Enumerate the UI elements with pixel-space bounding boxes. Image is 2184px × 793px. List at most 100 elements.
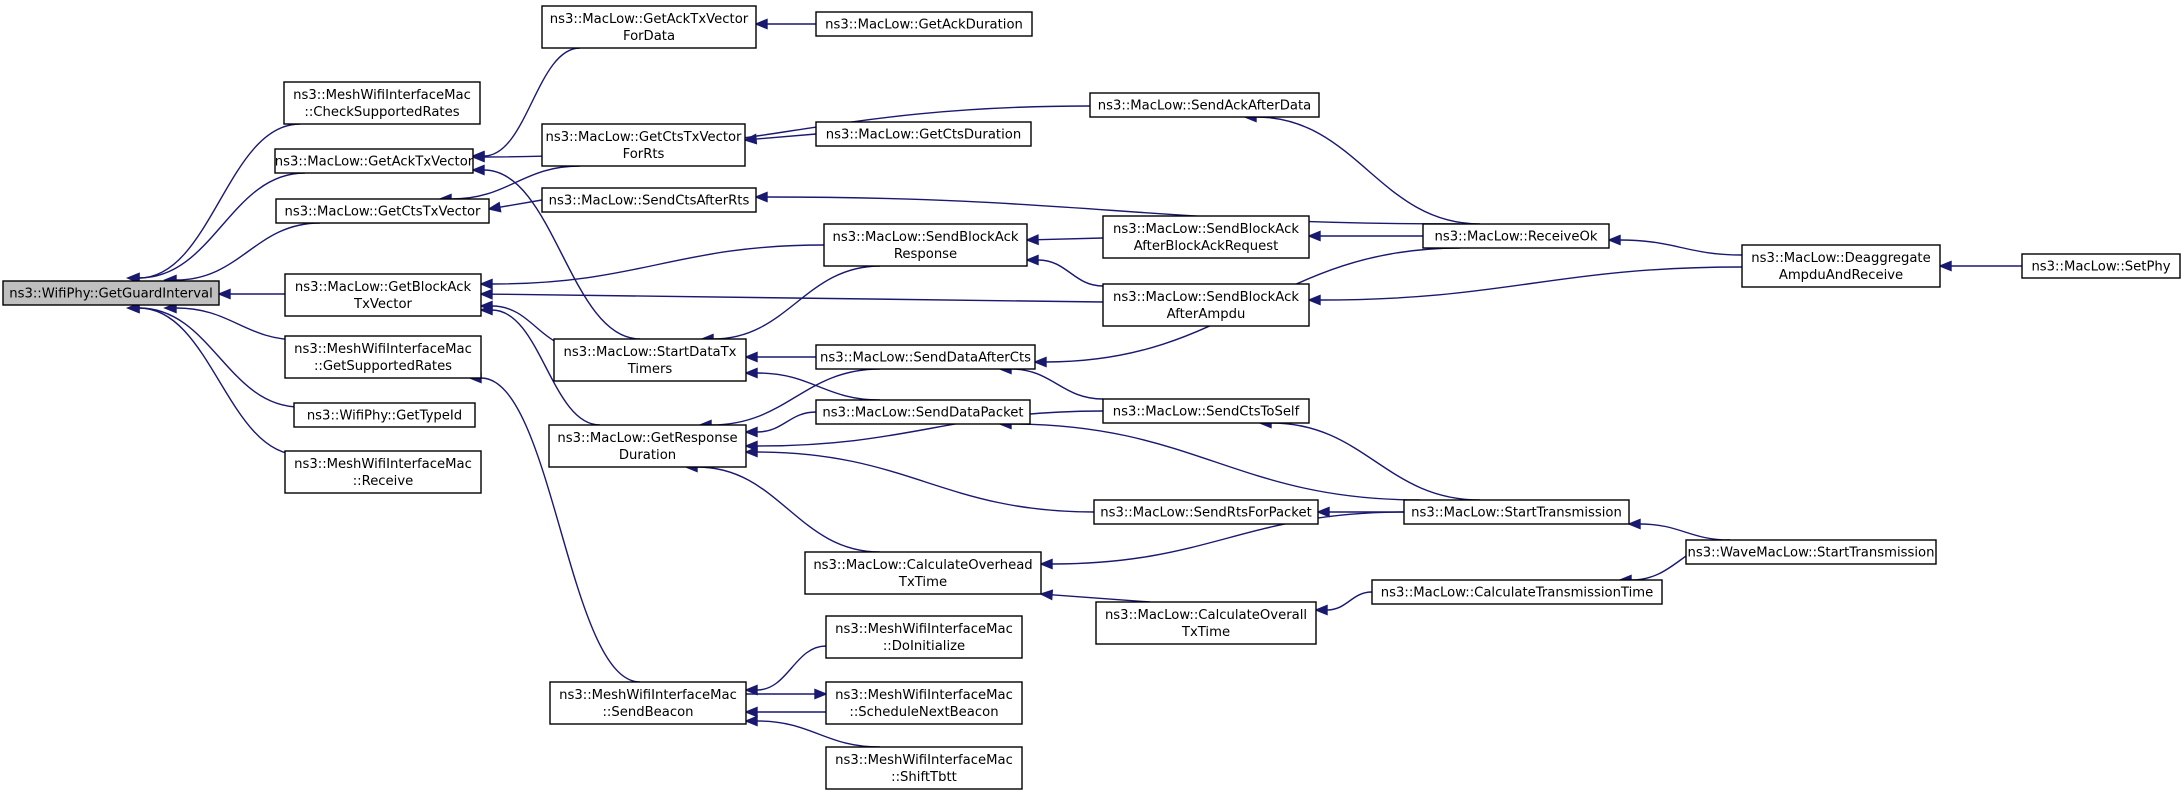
node-label: ns3::MacLow::SendBlockAck <box>1113 290 1299 305</box>
node-box <box>548 424 747 468</box>
function-node-doInitialize[interactable]: ns3::MeshWifiInterfaceMac::DoInitialize <box>825 615 1023 659</box>
arrowhead <box>754 191 768 203</box>
function-node-setPhy[interactable]: ns3::MacLow::SetPhy <box>2021 253 2181 279</box>
node-box <box>553 338 747 382</box>
node-label: ns3::MeshWifiInterfaceMac <box>835 753 1013 768</box>
node-label: ns3::MacLow::Deaggregate <box>1751 251 1930 266</box>
arrowhead <box>1938 260 1952 272</box>
edge-line <box>1326 591 1373 611</box>
edge-line <box>491 293 1104 303</box>
node-label: ForRts <box>623 147 665 162</box>
call-edge-scheduleNextBeacon-to-sendBeacon <box>744 706 826 718</box>
node-label: ::SendBeacon <box>602 705 693 720</box>
edge-line <box>766 196 1461 225</box>
arrowhead <box>1307 230 1321 242</box>
function-node-calcTransmissionTime[interactable]: ns3::MacLow::CalculateTransmissionTime <box>1371 579 1663 605</box>
function-node-sendCtsAfterRts[interactable]: ns3::MacLow::SendCtsAfterRts <box>541 187 757 213</box>
function-node-sendAckAfterData[interactable]: ns3::MacLow::SendAckAfterData <box>1089 92 1320 118</box>
call-edge-doInitialize-to-sendBeacon <box>744 645 827 696</box>
arrowhead <box>479 304 493 316</box>
arrowhead <box>1039 558 1053 570</box>
node-label: ForData <box>623 29 675 44</box>
node-label: ns3::MeshWifiInterfaceMac <box>294 342 472 357</box>
node-label: ns3::MacLow::StartDataTx <box>564 345 737 360</box>
function-node-getTypeId[interactable]: ns3::WifiPhy::GetTypeId <box>293 402 476 428</box>
node-label: AfterBlockAckRequest <box>1134 239 1279 254</box>
call-edge-startDataTxTimers-to-getAckTx <box>471 164 641 340</box>
node-label: ns3::WifiPhy::GetTypeId <box>307 409 462 424</box>
call-edges <box>126 18 2022 748</box>
function-node-getCtsTx[interactable]: ns3::MacLow::GetCtsTxVector <box>275 198 490 224</box>
node-box <box>1422 223 1610 249</box>
node-label: Duration <box>619 448 676 463</box>
function-node-shiftTbtt[interactable]: ns3::MeshWifiInterfaceMac::ShiftTbtt <box>825 746 1023 790</box>
node-label: ::GetSupportedRates <box>314 359 452 374</box>
function-node-sendDataAfterCts[interactable]: ns3::MacLow::SendDataAfterCts <box>815 344 1036 370</box>
node-box <box>283 81 481 125</box>
node-label: ns3::MacLow::GetAckTxVector <box>550 12 749 27</box>
function-node-scheduleNextBeacon[interactable]: ns3::MeshWifiInterfaceMac::ScheduleNextB… <box>825 681 1023 725</box>
call-edge-shiftTbtt-to-sendBeacon <box>744 715 881 748</box>
node-box <box>815 344 1036 370</box>
edge-line <box>138 123 301 279</box>
node-box <box>815 11 1033 37</box>
function-node-root[interactable]: ns3::WifiPhy::GetGuardInterval <box>2 280 220 306</box>
function-nodes: ns3::WifiPhy::GetGuardIntervalns3::MeshW… <box>2 5 2181 790</box>
function-node-receiveOk[interactable]: ns3::MacLow::ReceiveOk <box>1422 223 1610 249</box>
node-label: ns3::MacLow::CalculateOverhead <box>813 558 1032 573</box>
function-node-sendRtsForPacket[interactable]: ns3::MacLow::SendRtsForPacket <box>1093 499 1319 525</box>
function-node-getAckDuration[interactable]: ns3::MacLow::GetAckDuration <box>815 11 1033 37</box>
edge-line <box>756 372 881 401</box>
node-label: ns3::MeshWifiInterfaceMac <box>294 457 472 472</box>
arrowhead <box>163 302 177 314</box>
call-edge-getTypeId-to-root <box>126 302 301 408</box>
edge-line <box>450 165 581 200</box>
function-node-sendCtsToSelf[interactable]: ns3::MacLow::SendCtsToSelf <box>1102 398 1310 424</box>
arrowhead <box>754 18 768 30</box>
call-edge-getSuppRates-to-root <box>163 302 301 341</box>
function-node-waveStartTransmission[interactable]: ns3::WaveMacLow::StartTransmission <box>1685 539 1937 565</box>
edge-line <box>499 199 543 208</box>
edge-line <box>696 466 881 553</box>
function-node-sendDataPacket[interactable]: ns3::MacLow::SendDataPacket <box>815 399 1031 425</box>
node-box <box>284 273 482 317</box>
node-box <box>815 399 1031 425</box>
node-label: ns3::MacLow::GetCtsTxVector <box>546 130 743 145</box>
function-node-getAckTx[interactable]: ns3::MacLow::GetAckTxVector <box>274 148 474 174</box>
arrowhead <box>1314 604 1328 616</box>
node-label: ns3::MacLow::SendDataPacket <box>822 406 1023 421</box>
node-label: AfterAmpdu <box>1167 307 1246 322</box>
edge-line <box>1037 237 1104 241</box>
call-edge-sendDataPacket-to-startDataTxTimers <box>744 367 881 401</box>
arrowhead <box>744 684 758 696</box>
function-node-startTransmission[interactable]: ns3::MacLow::StartTransmission <box>1403 499 1630 525</box>
node-label: ns3::MacLow::SendAckAfterData <box>1098 99 1311 114</box>
function-node-sendBlockAckAfterReq[interactable]: ns3::MacLow::SendBlockAckAfterBlockAckRe… <box>1102 215 1310 259</box>
arrowhead <box>471 164 485 176</box>
node-box <box>1371 579 1663 605</box>
edge-line <box>175 307 301 341</box>
call-edge-sendRtsForPacket-to-getResponseDuration <box>744 446 1095 513</box>
edge-line <box>756 720 881 748</box>
function-node-getSuppRates[interactable]: ns3::MeshWifiInterfaceMac::GetSupportedR… <box>284 335 482 379</box>
call-edge-sendBlockAckAfterAmpdu-to-getBlockAckTx <box>479 288 1104 303</box>
call-edge-setPhy-to-deaggregate <box>1938 260 2022 272</box>
node-label: ns3::WifiPhy::GetGuardInterval <box>9 287 213 302</box>
function-node-checkRates[interactable]: ns3::MeshWifiInterfaceMac::CheckSupporte… <box>283 81 481 125</box>
edge-line <box>1037 259 1104 287</box>
function-node-meshReceive[interactable]: ns3::MeshWifiInterfaceMac::Receive <box>284 450 482 494</box>
function-node-sendBeacon[interactable]: ns3::MeshWifiInterfaceMac::SendBeacon <box>549 681 747 725</box>
function-node-getCtsDuration[interactable]: ns3::MacLow::GetCtsDuration <box>815 121 1032 147</box>
node-box <box>274 148 474 174</box>
